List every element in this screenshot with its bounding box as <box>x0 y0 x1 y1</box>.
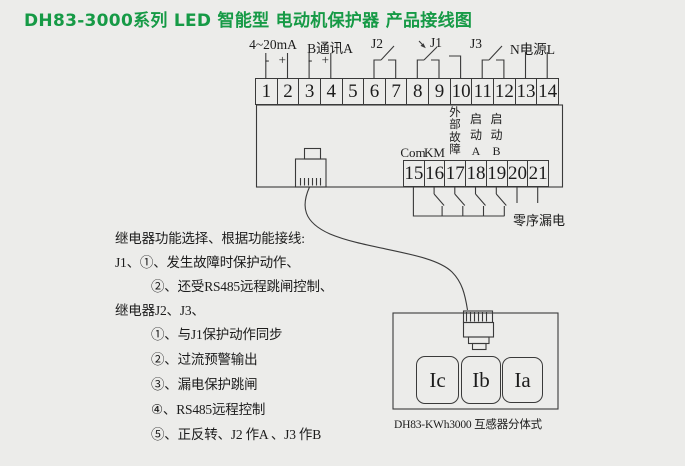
comm-label: B通讯A <box>307 41 353 56</box>
note-line: ④、RS485远程控制 <box>151 402 266 417</box>
terminal-cell: 3 <box>298 78 321 105</box>
analog-polarity-label: - + <box>265 52 289 67</box>
leakage-label: 零序漏电 <box>513 213 566 228</box>
analog-input-label: 4~20mA <box>249 37 297 52</box>
ct-window: Ic <box>416 356 459 404</box>
transformer-connector-icon <box>462 310 495 351</box>
comm-polarity-label: - + <box>308 52 332 67</box>
ct-window: Ib <box>461 356 501 404</box>
terminal-cell: 19 <box>485 160 508 187</box>
note-line: ②、还受RS485远程跳闸控制、 <box>151 279 334 294</box>
note-line: ②、过流预警输出 <box>151 352 258 367</box>
terminal-cell: 13 <box>514 78 538 105</box>
note-line: J1、①、发生故障时保护动作、 <box>115 255 300 270</box>
terminal-cell: 12 <box>493 78 516 105</box>
com-label: Com <box>400 145 426 160</box>
terminal-cell: 21 <box>527 160 550 187</box>
signal-cable <box>304 186 469 311</box>
main-unit-outline <box>255 104 564 188</box>
relay-j3-label: J3 <box>470 36 483 51</box>
transformer-box-outline <box>392 312 559 410</box>
ct-window: Ia <box>502 357 543 403</box>
terminal-cell: 20 <box>506 160 529 187</box>
terminal-cell: 18 <box>465 160 487 187</box>
relay-j2-label: J2 <box>371 36 384 51</box>
terminal-cell: 11 <box>471 78 495 105</box>
km-label: KM <box>424 145 445 160</box>
terminal-cell: 8 <box>406 78 430 105</box>
terminal-cell: 15 <box>403 160 425 187</box>
terminal-cell: 16 <box>423 160 446 187</box>
note-line: 继电器功能选择、根据功能接线: <box>115 231 305 246</box>
contact-bus-lines <box>412 187 539 217</box>
terminal-cell: 10 <box>449 78 473 105</box>
relay-j1-label: J1 <box>430 35 443 50</box>
start-a-label: 启动A <box>469 112 482 159</box>
rj45-plug-icon <box>294 147 327 188</box>
j1-arrow-icon <box>420 43 426 49</box>
terminal-cell: 4 <box>319 78 343 105</box>
note-line: ⑤、正反转、J2 作A 、J3 作B <box>151 427 322 442</box>
terminal-cell: 17 <box>444 160 467 187</box>
transformer-caption: DH83-KWh3000 互感器分体式 <box>394 419 542 431</box>
start-b-label: 启动B <box>490 112 503 159</box>
terminal-cell: 2 <box>276 78 300 105</box>
terminal-cell: 7 <box>384 78 408 105</box>
terminal-cell: 1 <box>255 78 278 105</box>
page-title: DH83-3000系列 LED 智能型 电动机保护器 产品接线图 <box>24 11 473 31</box>
terminal-cell: 5 <box>341 78 365 105</box>
note-line: 继电器J2、J3、 <box>115 303 205 318</box>
external-fault-label: 外部故障 <box>449 107 461 157</box>
power-label: N电源L <box>510 42 555 57</box>
terminal-cell: 6 <box>363 78 386 105</box>
terminal-cell: 9 <box>428 78 451 105</box>
note-line: ①、与J1保护动作同步 <box>151 327 283 342</box>
terminal-cell: 14 <box>536 78 559 105</box>
note-line: ③、漏电保护跳闸 <box>151 377 258 392</box>
